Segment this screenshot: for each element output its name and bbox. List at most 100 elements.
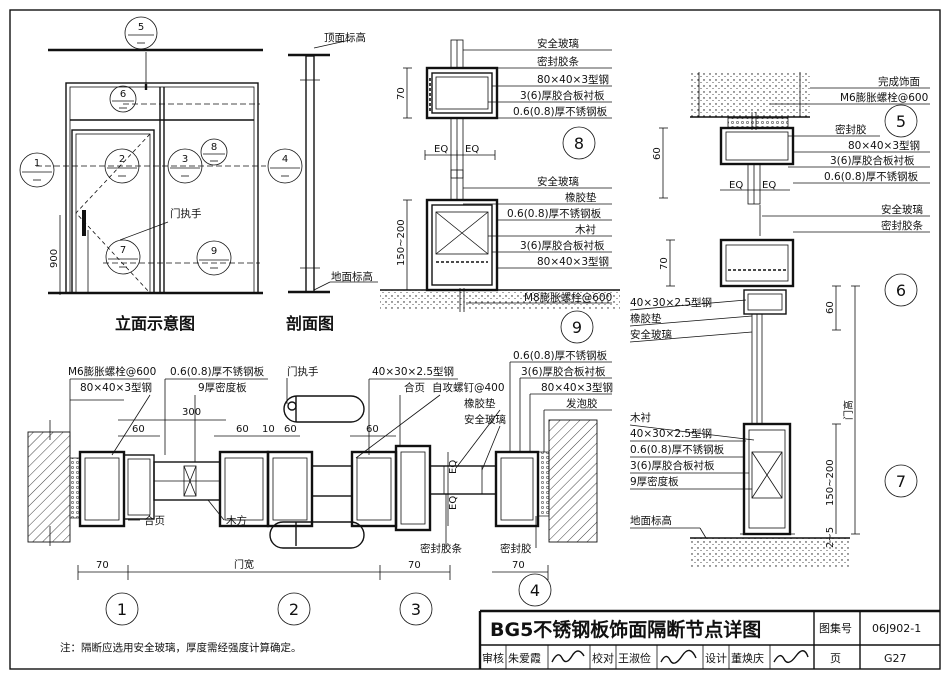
detail6-left-label-2: 安全玻璃: [630, 328, 672, 341]
review-label: 审核: [482, 651, 504, 665]
plan-eq-a: EQ: [448, 460, 459, 474]
drawing-title: BG5不锈钢板饰面隔断节点详图: [490, 618, 761, 641]
detail5-dim-60: 60: [652, 147, 663, 160]
detail8-label-1: 密封胶条: [537, 55, 579, 68]
detail-5-leaders: [770, 87, 930, 184]
plan-dim-60-d: 60: [366, 424, 379, 435]
detail-8-leaders: [463, 49, 612, 119]
marker-8[interactable]: 8: [200, 138, 228, 166]
marker-7[interactable]: 7: [105, 239, 141, 275]
elevation-handle-label: 门执手: [170, 207, 202, 220]
svg-text:6: 6: [120, 89, 126, 100]
detail-6-marker[interactable]: 6: [884, 273, 918, 307]
detail-7-leaders: [629, 424, 755, 539]
designer-signature: [773, 650, 809, 664]
note-text: 注：隔断应选用安全玻璃，厚度需经强度计算确定。: [60, 641, 302, 654]
detail6-left-label-1: 橡胶垫: [630, 312, 662, 325]
svg-text:6: 6: [896, 281, 906, 300]
svg-text:7: 7: [896, 472, 906, 491]
detail7-label-1: 40×30×2.5型钢: [630, 427, 712, 440]
detail-5-drawing: [690, 72, 810, 205]
detail5-label-5: 0.6(0.8)厚不锈钢板: [824, 170, 919, 183]
section-caption: 剖面图: [286, 314, 334, 333]
detail-9-drawing: [380, 169, 620, 312]
plan-left-label-1: 80×40×3型钢: [80, 381, 152, 394]
plan-marker-4[interactable]: 4: [518, 573, 552, 607]
reviewer-name: 朱爱霞: [508, 652, 541, 665]
svg-text:3: 3: [411, 600, 421, 619]
plan-right-label-3: 发泡胶: [566, 397, 598, 410]
detail-7-marker[interactable]: 7: [884, 464, 918, 498]
detail8-dim-70: 70: [396, 87, 407, 100]
elevation-view: 900 门执手: [36, 48, 266, 295]
plan-seal-strip-label: 密封胶条: [420, 542, 462, 555]
marker-1[interactable]: 1: [19, 152, 55, 188]
detail7-dim-150: 150~200: [825, 459, 836, 506]
elevation-height-dim: 900: [49, 249, 60, 268]
detail5-label-2: 密封胶: [835, 123, 867, 136]
reviewer-signature: [551, 650, 585, 663]
detail-5-marker[interactable]: 5: [884, 104, 918, 138]
detail5-eq-right: EQ: [762, 180, 776, 191]
detail5-label-3: 80×40×3型钢: [848, 139, 920, 152]
plan-dim-300: 300: [182, 407, 201, 418]
detail7-door-height: 门高: [842, 400, 855, 420]
plan-marker-1[interactable]: 1: [105, 592, 139, 626]
plan-right-label-1: 3(6)厚胶合板衬板: [521, 365, 606, 378]
elevation-caption: 立面示意图: [115, 314, 195, 333]
marker-6[interactable]: 6: [109, 85, 137, 113]
detail5-eq-left: EQ: [729, 180, 743, 191]
marker-4[interactable]: 4: [267, 148, 303, 184]
detail9-label-3: 木衬: [575, 223, 596, 236]
plan-right-label-2: 80×40×3型钢: [541, 381, 613, 394]
detail7-label-0: 木衬: [630, 411, 651, 424]
detail-8-marker[interactable]: 8: [562, 126, 596, 160]
detail7-dim-5: 2~5: [825, 527, 836, 548]
plan-leaders: [69, 361, 612, 548]
detail8-label-2: 80×40×3型钢: [537, 73, 609, 86]
plan-right-label-0: 0.6(0.8)厚不锈钢板: [513, 349, 608, 362]
check-label: 校对: [592, 651, 614, 665]
detail7-label-4: 9厚密度板: [630, 475, 679, 488]
svg-text:3: 3: [182, 154, 188, 165]
plan-left-label-0: M6膨胀螺栓@600: [68, 365, 156, 378]
svg-text:4: 4: [282, 154, 288, 165]
plan-sealant-label: 密封胶: [500, 542, 532, 555]
plan-mid-label-0: 0.6(0.8)厚不锈钢板: [170, 365, 265, 378]
section-floor-level: 地面标高: [331, 270, 373, 283]
sheet-border: [9, 9, 941, 670]
checker-signature: [660, 649, 697, 664]
plan-dim-70-b: 70: [408, 560, 421, 571]
detail9-dim-150: 150~200: [396, 219, 407, 266]
svg-text:5: 5: [896, 112, 906, 131]
plan-dim-60-c: 60: [284, 424, 297, 435]
svg-text:8: 8: [574, 134, 584, 153]
marker-3[interactable]: 3: [167, 148, 203, 184]
atlas-number: 06J902-1: [872, 622, 921, 635]
plan-hinge-bottom-label: 合页: [144, 514, 165, 527]
plan-marker-3[interactable]: 3: [399, 592, 433, 626]
detail9-label-2: 0.6(0.8)厚不锈钢板: [507, 207, 602, 220]
marker-9[interactable]: 9: [196, 240, 232, 276]
plan-marker-2[interactable]: 2: [277, 592, 311, 626]
svg-text:2: 2: [289, 600, 299, 619]
detail9-anchor: M8膨胀螺栓@600: [524, 291, 612, 304]
plan-screw-label: 自攻螺钉@400: [432, 381, 505, 394]
detail5-label-0: 完成饰面: [878, 75, 920, 88]
marker-2[interactable]: 2: [104, 148, 140, 184]
detail6-dim-70: 70: [659, 257, 670, 270]
detail9-label-4: 3(6)厚胶合板衬板: [520, 239, 605, 252]
plan-dim-70-c: 70: [512, 560, 525, 571]
detail-9-marker[interactable]: 9: [560, 310, 594, 344]
plan-door-width: 门宽: [234, 558, 254, 571]
plan-dim-70-a: 70: [96, 560, 109, 571]
plan-dimension-lines: [69, 399, 549, 580]
plan-eq-b: EQ: [448, 496, 459, 510]
checker-name: 王淑俭: [618, 651, 651, 665]
svg-text:8: 8: [211, 142, 217, 153]
marker-5[interactable]: 5: [124, 16, 158, 50]
svg-text:2: 2: [119, 154, 125, 165]
detail5-label-1: M6膨胀螺栓@600: [840, 91, 928, 104]
svg-text:1: 1: [34, 158, 40, 169]
